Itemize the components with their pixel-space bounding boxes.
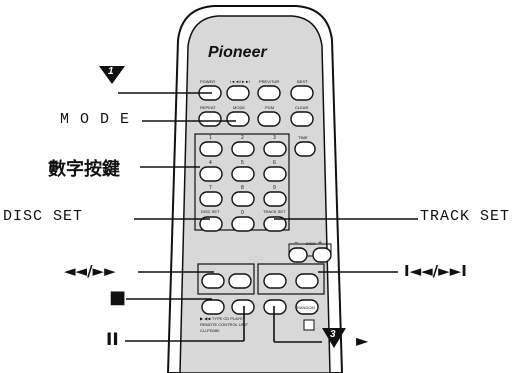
stop-button[interactable]: [201, 299, 225, 315]
step-3-triangle: [322, 328, 346, 348]
prev-button[interactable]: [257, 85, 281, 101]
pgm-label: PGM: [265, 105, 275, 110]
key-4-label: 4: [209, 160, 212, 166]
footer-line-2: REMOTE CONTROL UNIT: [200, 322, 249, 327]
track-set-callout: TRACK SET: [420, 208, 511, 225]
numeric-keys: [199, 141, 287, 232]
pause-button[interactable]: [231, 299, 255, 315]
skip-mode-label: I◄◄/I►►I: [230, 79, 251, 84]
key-0-label: 0: [241, 210, 244, 216]
key-2-label: 2: [241, 135, 244, 141]
mode-button[interactable]: [226, 111, 250, 127]
play-callout: ►: [356, 331, 369, 350]
best-label: BEST: [297, 79, 308, 84]
key-8-label: 8: [241, 185, 244, 191]
repeat-button[interactable]: [198, 111, 222, 127]
disc-minus-button[interactable]: [288, 247, 308, 263]
track-set-button[interactable]: [263, 216, 287, 232]
search-callout: ◄◄/►►: [64, 262, 116, 280]
key-5[interactable]: [231, 166, 255, 182]
key-1-label: 1: [209, 135, 212, 141]
search-frame: [197, 263, 255, 295]
key-1[interactable]: [199, 141, 223, 157]
step-1-triangle: [99, 66, 125, 84]
best-button[interactable]: [290, 85, 314, 101]
key-9-label: 9: [273, 185, 276, 191]
skip-frame: [257, 263, 325, 295]
key-2[interactable]: [231, 141, 255, 157]
power-label: POWER: [200, 79, 216, 84]
key-0[interactable]: [231, 216, 255, 232]
fast-forward-button[interactable]: [228, 273, 252, 289]
key-9[interactable]: [263, 191, 287, 207]
skip-mode-button[interactable]: [226, 85, 250, 101]
callout-lines: [118, 92, 418, 343]
skip-callout: I◄◄/►►I: [404, 262, 467, 280]
prev-label: PREV/TUR: [259, 79, 280, 84]
pgm-button[interactable]: [257, 111, 281, 127]
disc-set-button[interactable]: [199, 216, 223, 232]
key-8[interactable]: [231, 191, 255, 207]
track-set-small-label: TRACK SET: [263, 209, 286, 214]
numeric-keys-callout: 數字按鍵: [48, 159, 120, 180]
repeat-label: REPEAT: [200, 105, 216, 110]
random-button[interactable]: [295, 299, 319, 315]
random-label: RANDOM: [297, 305, 315, 310]
disc-set-callout: DISC SET: [3, 208, 84, 225]
mode-callout: M O D E: [60, 111, 131, 128]
key-6[interactable]: [263, 166, 287, 182]
sensor-icon: [303, 319, 315, 331]
disc-set-small-label: DISC SET: [201, 209, 220, 214]
pioneer-logo: Pioneer: [208, 44, 267, 61]
disc-label: DISC: [306, 241, 316, 246]
disc-minus-label: −: [294, 240, 299, 247]
step-3-number: 3: [330, 329, 336, 340]
clear-label: CLEAR: [295, 105, 309, 110]
key-7[interactable]: [199, 191, 223, 207]
key-3-label: 3: [273, 135, 276, 141]
time-button[interactable]: [294, 141, 316, 157]
second-row-buttons: [198, 111, 314, 127]
footer-line-3: CU-PD080: [200, 328, 220, 333]
disc-control-frame: [288, 243, 332, 257]
mode-label: MODE: [233, 105, 245, 110]
play-button[interactable]: [263, 299, 287, 315]
stop-callout: ■: [109, 287, 127, 308]
skip-back-button[interactable]: [263, 273, 287, 289]
key-3[interactable]: [263, 141, 287, 157]
key-5-label: 5: [241, 160, 244, 166]
disc-plus-button[interactable]: [312, 247, 332, 263]
skip-forward-button[interactable]: [295, 273, 319, 289]
time-label: TIME: [298, 135, 308, 140]
pause-callout: II: [106, 330, 119, 350]
key-6-label: 6: [273, 160, 276, 166]
rewind-button[interactable]: [201, 273, 225, 289]
step-1-number: 1: [108, 66, 114, 77]
key-4[interactable]: [199, 166, 223, 182]
footer-line-1: ▶ ◀ ■ TYPE CD PLAYE: [200, 316, 243, 321]
key-7-label: 7: [209, 185, 212, 191]
disc-plus-label: +: [318, 240, 323, 247]
clear-button[interactable]: [290, 111, 314, 127]
